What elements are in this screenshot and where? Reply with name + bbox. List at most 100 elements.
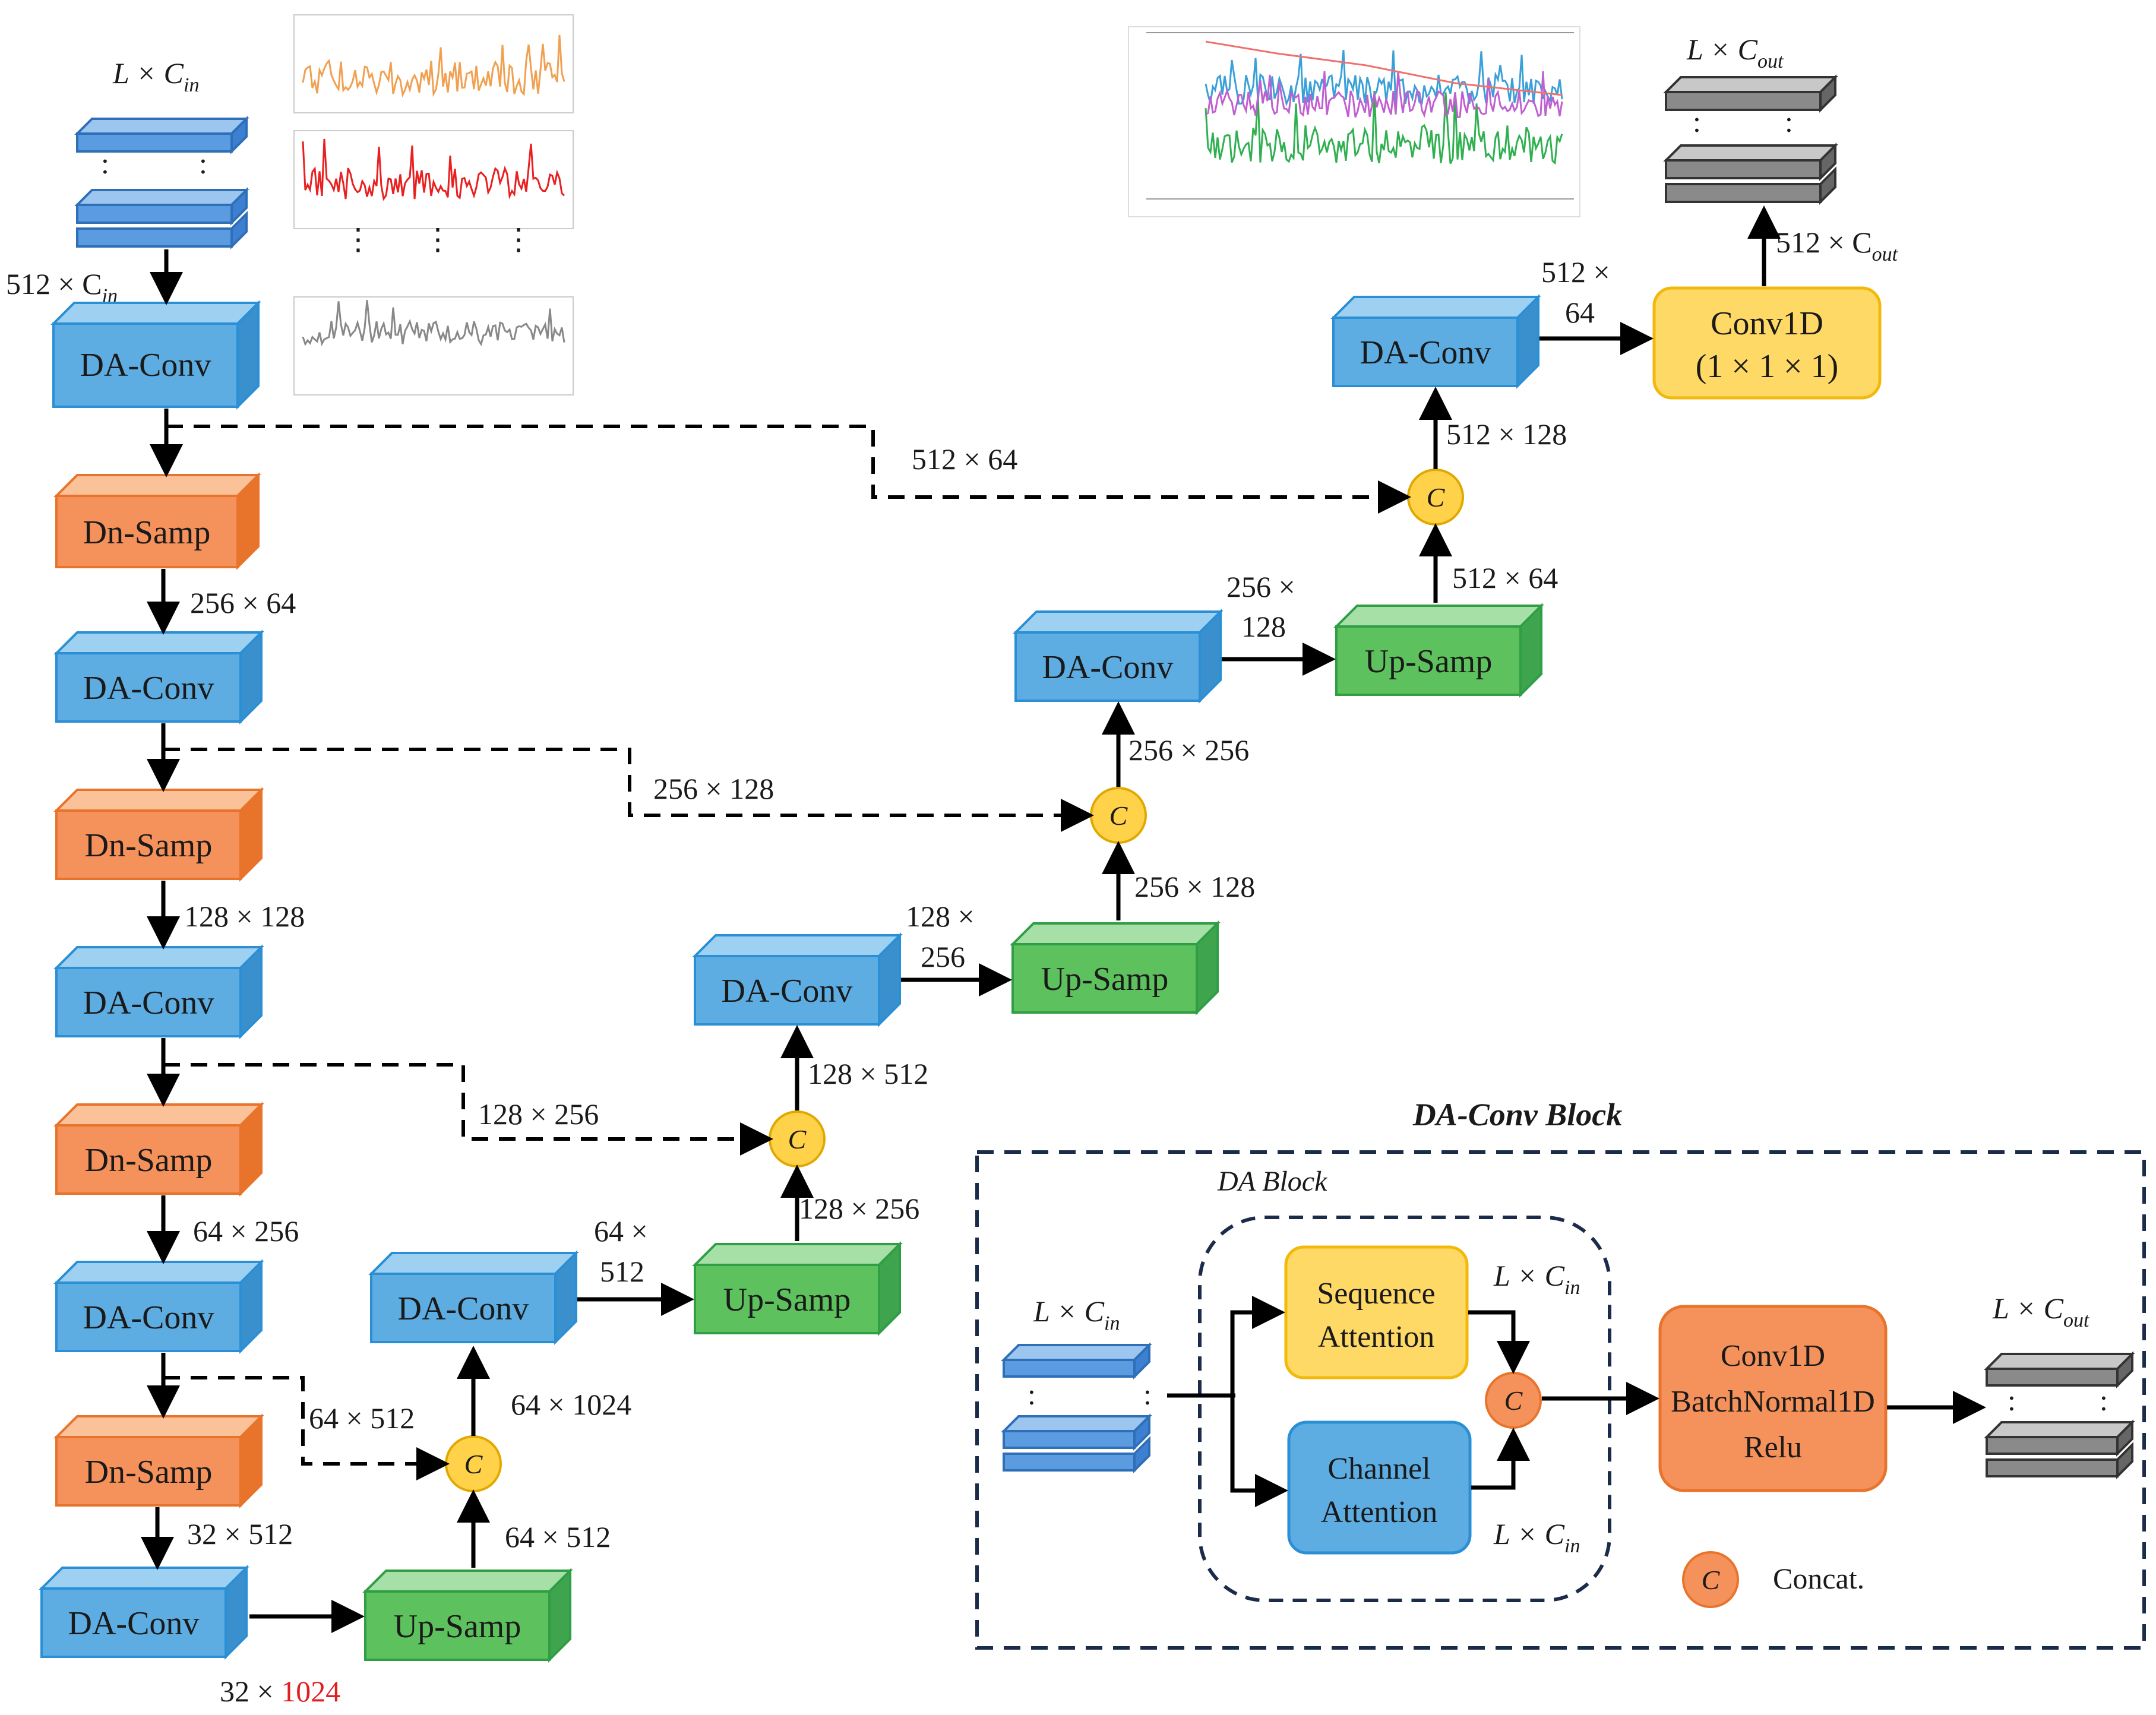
block-label: Up-Samp [723,1281,851,1318]
da-block-frame [1198,1216,1611,1602]
skip-connection-1 [166,425,1399,499]
dim-label: 512 × 64 [1452,561,1558,594]
legend-frame [975,1150,2146,1650]
legend-input-stack: : : [1001,1342,1152,1473]
dim-label: 32 × 512 [187,1517,293,1551]
decoder-da-conv-4: DA-Conv [1330,294,1541,389]
conv-bn-relu-block: Conv1D BatchNormal1D Relu [1658,1305,1888,1492]
encoder-da-conv-1: DA-Conv [50,300,261,410]
battery-current-plot-thumbnail [293,296,574,395]
input-side-label: 512 × Cin [6,267,118,307]
final-conv1d: Conv1D (1 × 1 × 1) [1652,286,1882,400]
dim-label: 128 × [906,900,975,933]
sequence-attention-block: Sequence Attention [1284,1245,1469,1379]
concat-label: C [1109,800,1128,831]
concat-node-4: C [1407,469,1464,526]
block-label: Sequence [1317,1277,1435,1311]
legend-title: DA-Conv Block [1412,1097,1623,1132]
legend-arrow [1468,1310,1530,1374]
concat-key-label: Concat. [1773,1562,1864,1595]
legend-dim-label: L × Cin [1493,1517,1580,1557]
dim-label: 256 × 128 [1134,870,1255,903]
stack-dots: : [2008,1384,2016,1417]
output-layer [1663,74,1838,113]
legend-arrow [1230,1396,1288,1507]
concat-label: C [1504,1385,1523,1416]
stack-dots: : [2100,1384,2108,1417]
encoder-dn-samp-3: Dn-Samp [53,1102,264,1197]
block-label: Relu [1744,1431,1802,1464]
block-label: Dn-Samp [85,827,213,864]
output-stack: : : [1663,74,1838,205]
block-label: DA-Conv [1042,649,1174,686]
skip-label: 256 × 128 [653,772,774,805]
dim-label: 256 × [1226,570,1295,603]
stack-dots: : [101,147,109,180]
block-label: DA-Conv [83,1299,214,1336]
block-label: DA-Conv [722,973,853,1010]
block-label: DA-Conv [83,985,214,1021]
input-stack: : : [74,116,249,249]
plot-dots: ⋮ [504,223,533,256]
velocity-plot-thumbnail [293,14,574,113]
dim-label: 128 × 512 [808,1057,928,1090]
block-label: BatchNormal1D [1671,1385,1875,1419]
dim-label: 256 [921,940,965,973]
plot-dots: ⋮ [343,223,373,256]
dim-label: 512 [600,1255,644,1288]
input-layer [74,116,249,154]
skip-connection-3 [163,1063,760,1141]
bottleneck-da-conv: DA-Conv [39,1565,249,1660]
block-label: DA-Conv [80,347,211,384]
legend-arrow [1230,1296,1285,1396]
encoder-dn-samp-1: Dn-Samp [53,472,261,570]
block-label: (1 × 1 × 1) [1696,348,1838,385]
legend-arrow [1471,1428,1530,1490]
dim-label: 64 [1565,296,1595,329]
block-label: DA-Conv [1360,334,1491,371]
encoder-da-conv-4: DA-Conv [53,1259,264,1354]
output-side-label: 512 × Cout [1776,226,1899,265]
up-samp-1: Up-Samp [362,1568,573,1663]
legend-input-label: L × Cin [1033,1295,1120,1334]
stack-dots: : [199,147,207,180]
block-label: Attention [1318,1320,1434,1354]
decoder-da-conv-1: DA-Conv [368,1250,579,1345]
decoder-da-conv-2: DA-Conv [692,932,903,1027]
dim-label: 128 [1241,610,1286,643]
da-block-title: DA Block [1217,1166,1328,1197]
legend-dim-label: L × Cin [1493,1259,1580,1299]
block-label: Attention [1321,1495,1437,1529]
encoder-da-conv-2: DA-Conv [53,629,264,724]
output-layer [1665,166,1836,205]
up-samp-3: Up-Samp [1010,920,1221,1015]
block-label: Up-Samp [394,1608,521,1645]
concat-key: C [1682,1551,1739,1608]
stack-dots: : [1143,1378,1152,1411]
plot-dots: ⋮ [423,223,453,256]
block-label: Dn-Samp [85,1142,213,1179]
dim-label: 64 × 1024 [511,1388,631,1421]
input-layer [76,211,248,249]
input-layer [74,187,249,226]
concat-label: C [1702,1565,1721,1595]
channel-attention-block: Channel Attention [1287,1420,1472,1555]
block-label: DA-Conv [398,1290,529,1327]
dim-label: 512 × [1541,255,1610,289]
encoder-dn-samp-2: Dn-Samp [53,787,264,882]
encoder-da-conv-3: DA-Conv [53,944,264,1039]
dim-label: 256 × 256 [1128,733,1249,767]
block-label: Dn-Samp [83,514,211,551]
block-label: Conv1D [1721,1339,1825,1373]
skip-label: 128 × 256 [478,1097,599,1131]
legend-concat-node: C [1485,1372,1542,1429]
stack-dots: : [1693,105,1701,138]
block-label: Dn-Samp [85,1454,213,1491]
stack-dots: : [1785,105,1793,138]
output-size-label: L × Cout [1686,33,1784,72]
skip-connection-2 [163,748,1081,817]
legend-output-stack: : : [1984,1351,2135,1479]
block-label: Conv1D [1711,305,1823,342]
legend-output-label: L × Cout [1992,1292,2090,1331]
